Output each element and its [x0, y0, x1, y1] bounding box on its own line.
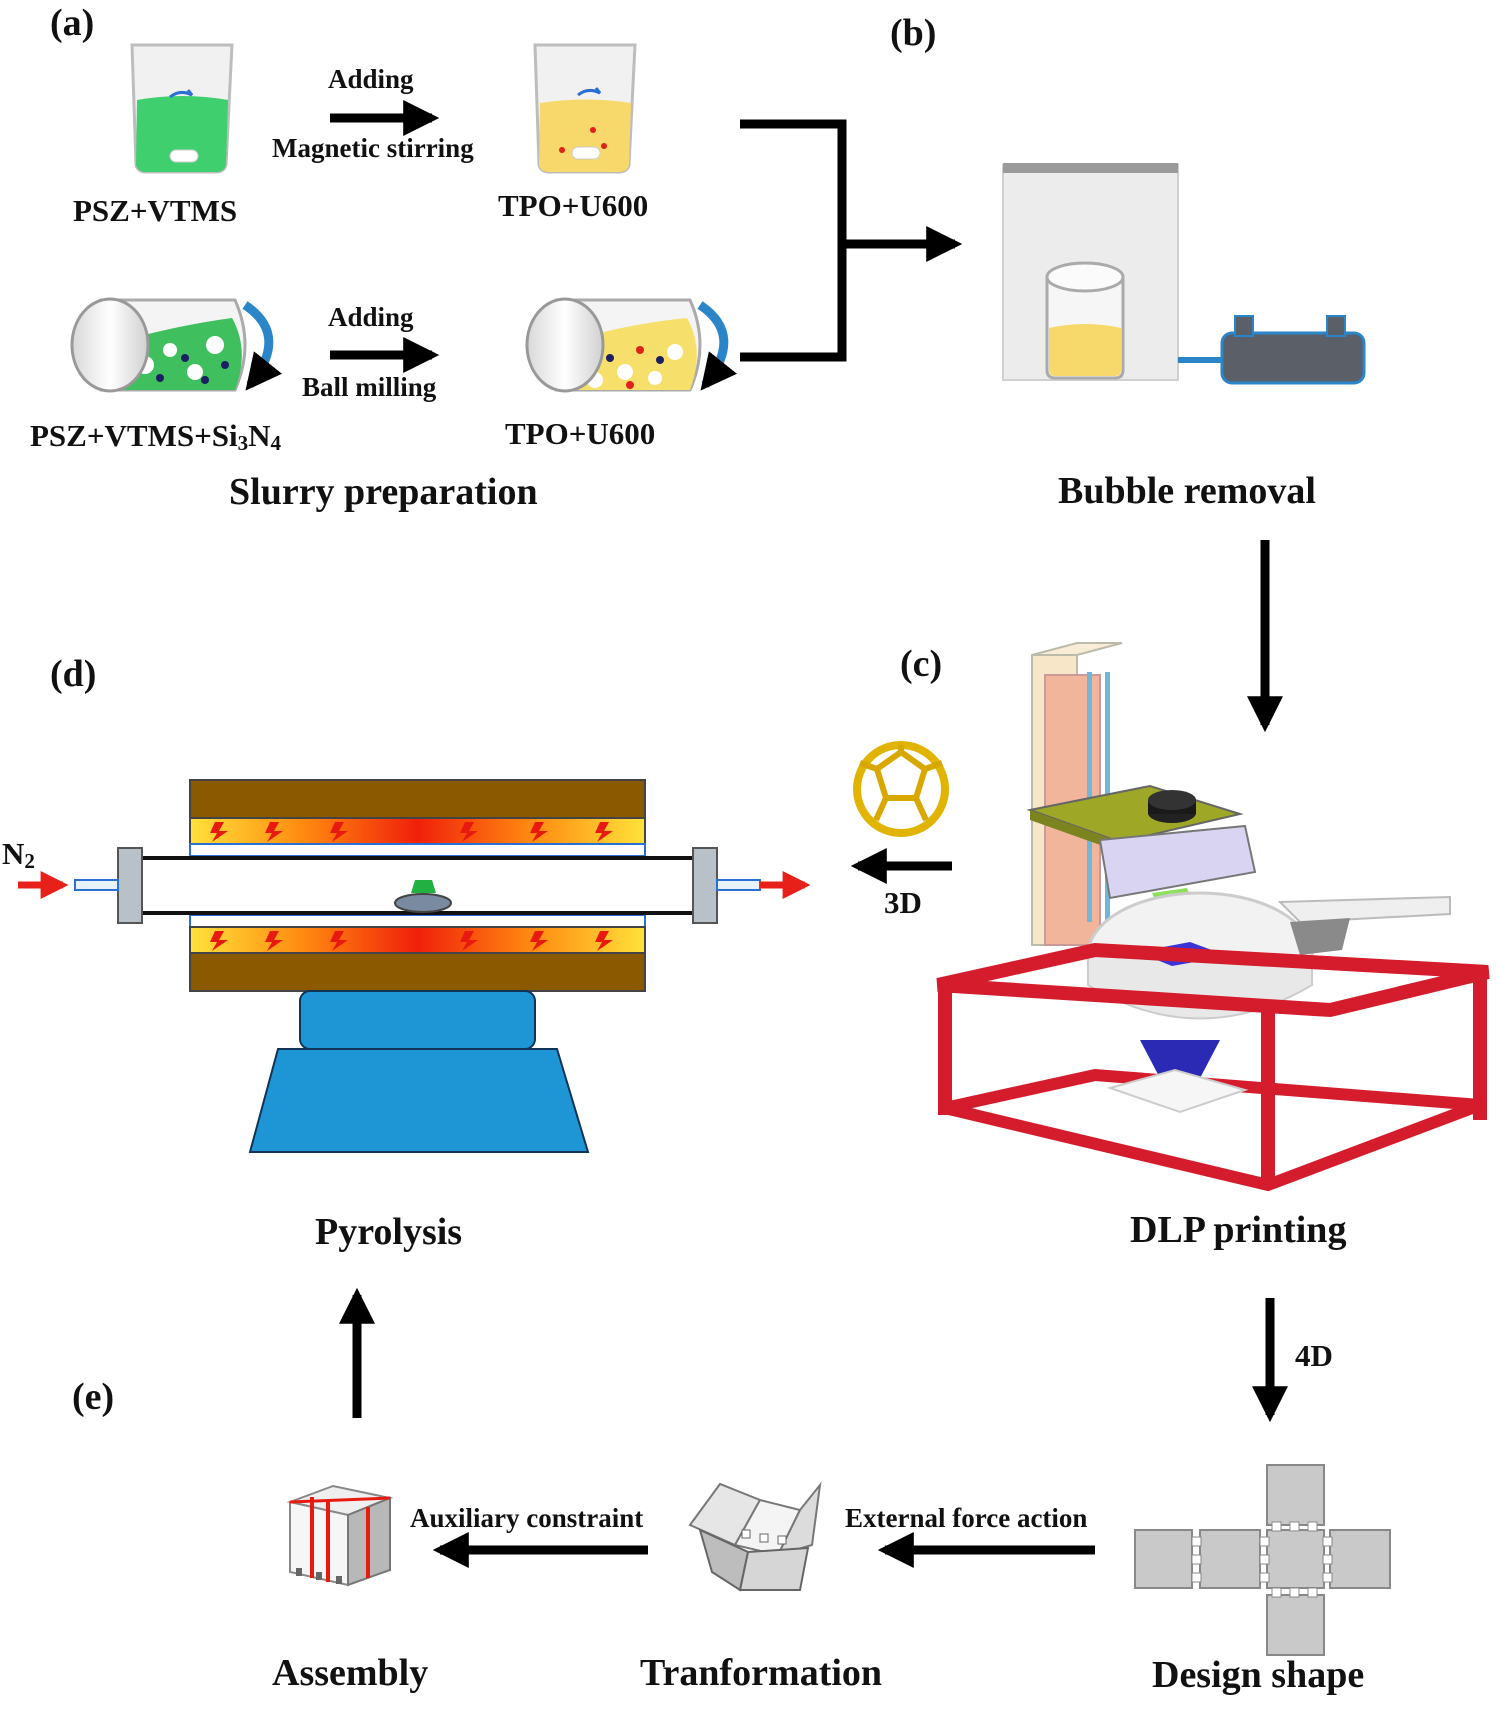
slurry-preparation-section: [70, 43, 963, 393]
dlp-printer-icon: [936, 642, 1490, 1192]
green-ball-mill-jar-icon: [70, 297, 283, 393]
tube-furnace-icon: [74, 779, 761, 1153]
step-magnetic-stirring: Magnetic stirring: [272, 133, 474, 163]
yellow-ball-mill-jar-icon: [525, 297, 738, 393]
cross-net-design-icon: [1134, 1464, 1391, 1656]
label-3d: 3D: [884, 885, 922, 920]
fullerene-model-icon: [853, 741, 949, 837]
label-tpo-u600-1: TPO+U600: [498, 188, 649, 223]
vacuum-chamber-icon: [1002, 163, 1222, 381]
panel-label-b: (b): [890, 12, 937, 54]
label-psz-vtms-si3n4: PSZ+VTMS+Si3N4: [30, 418, 282, 455]
label-assembly: Assembly: [272, 1652, 429, 1694]
step-adding-2: Adding: [328, 302, 414, 332]
section-title-dlp-printing: DLP printing: [1130, 1209, 1347, 1251]
assembled-cube-icon: [286, 1484, 394, 1587]
panel-label-d: (d): [50, 653, 97, 695]
yellow-beaker-icon: [533, 43, 637, 174]
section-title-bubble-removal: Bubble removal: [1058, 470, 1316, 512]
panel-label-a: (a): [50, 2, 95, 44]
panel-label-c: (c): [900, 643, 943, 685]
merge-bracket: [740, 119, 925, 362]
label-psz-vtms: PSZ+VTMS: [73, 193, 238, 228]
label-tpo-u600-2: TPO+U600: [505, 416, 656, 451]
step-adding-1: Adding: [328, 64, 414, 94]
step-ball-milling: Ball milling: [302, 372, 437, 402]
label-4d: 4D: [1295, 1338, 1333, 1373]
step-external-force-action: External force action: [845, 1503, 1088, 1533]
label-tranformation: Tranformation: [640, 1652, 883, 1694]
panel-label-e: (e): [72, 1376, 115, 1418]
label-design-shape: Design shape: [1152, 1654, 1365, 1696]
green-beaker-icon: [130, 43, 234, 174]
step-auxiliary-constraint: Auxiliary constraint: [410, 1503, 644, 1533]
section-title-slurry-preparation: Slurry preparation: [229, 471, 538, 513]
vacuum-pump-icon: [1220, 315, 1366, 385]
folding-shape-icon: [688, 1481, 822, 1592]
label-n2-gas: N2: [2, 836, 35, 873]
section-title-pyrolysis: Pyrolysis: [315, 1211, 463, 1253]
